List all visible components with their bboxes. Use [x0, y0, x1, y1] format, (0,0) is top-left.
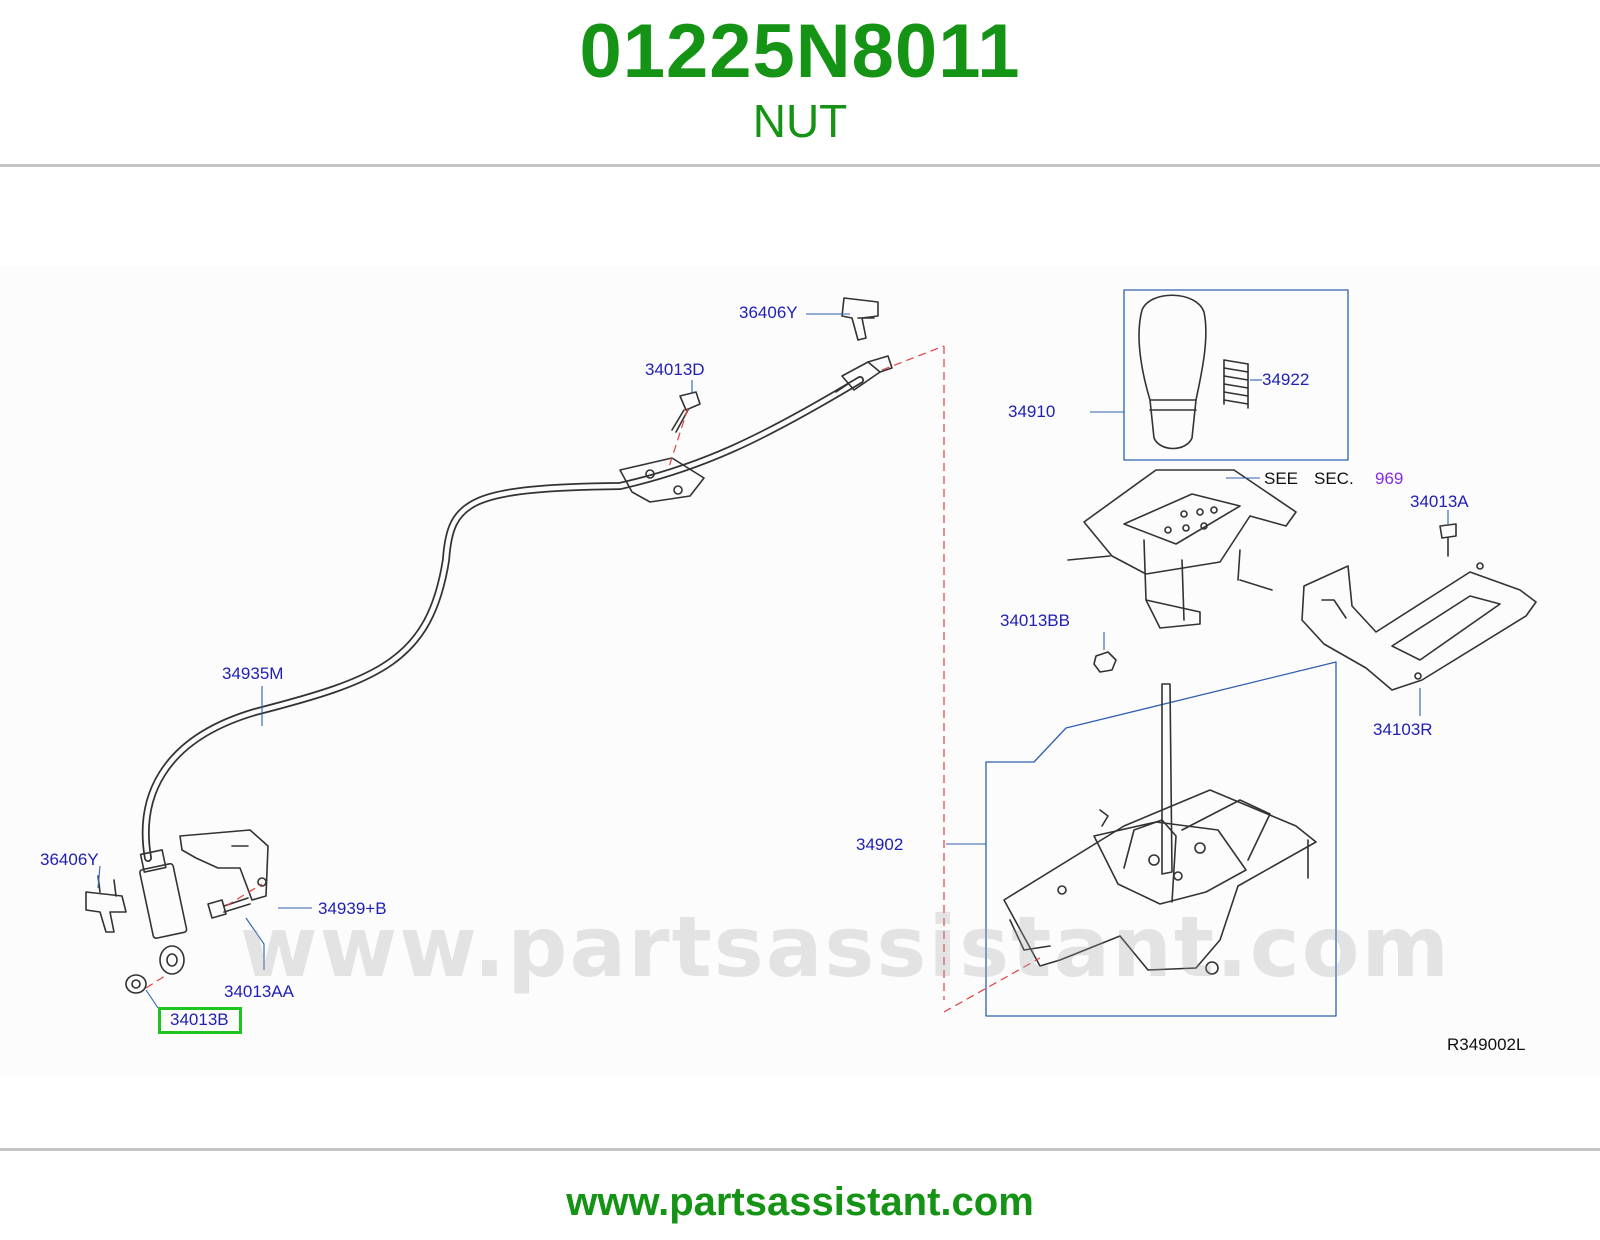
nut-34013B: [125, 974, 147, 994]
sec-label: SEC.: [1314, 469, 1354, 488]
clip-36406Y-left: [85, 875, 127, 933]
screw-34013A: [1439, 523, 1457, 557]
callout-36406Y-top[interactable]: 36406Y: [739, 303, 798, 322]
callout-34103R[interactable]: 34103R: [1373, 720, 1433, 739]
diagram-code: R349002L: [1447, 1035, 1526, 1054]
callout-34013D[interactable]: 34013D: [645, 360, 705, 379]
knob-group-box: [1123, 289, 1349, 461]
cable-lower-end: [139, 849, 188, 975]
callout-34935M[interactable]: 34935M: [222, 664, 284, 683]
leader-34013B: [145, 989, 159, 1009]
callout-36406Y-left[interactable]: 36406Y: [40, 850, 99, 869]
header-divider: [0, 164, 1600, 167]
callout-34013BB[interactable]: 34013BB: [1000, 611, 1070, 630]
footer-divider: [0, 1148, 1600, 1151]
callout-34013AA[interactable]: 34013AA: [224, 982, 294, 1001]
bracket-34939B: [179, 829, 269, 901]
section-link-969[interactable]: 969: [1375, 469, 1404, 488]
leader-36406Y-left: [97, 865, 101, 889]
parts-diagram-drawing: [85, 289, 1537, 1017]
callout-34013B[interactable]: 34013B: [170, 1010, 229, 1029]
part-number-title: 01225N8011: [579, 9, 1021, 94]
callout-34902[interactable]: 34902: [856, 835, 904, 854]
cable-end-fitting: [835, 355, 893, 393]
bolt-34013D: [671, 391, 701, 433]
callout-34939B[interactable]: 34939+B: [318, 899, 387, 918]
spring-34922: [1223, 359, 1249, 409]
part-name-subtitle: NUT: [752, 95, 848, 147]
shifter-group-box: [985, 661, 1337, 1017]
callout-34013A[interactable]: 34013A: [1410, 492, 1469, 511]
shift-cable: [141, 376, 864, 862]
footer-website-link[interactable]: www.partsassistant.com: [566, 1180, 1034, 1224]
shift-knob: [1138, 294, 1207, 450]
callout-34922[interactable]: 34922: [1262, 370, 1310, 389]
bracket-34103R: [1301, 562, 1537, 691]
shifter-assembly: [1003, 683, 1317, 975]
shift-indicator: [1067, 469, 1297, 629]
clip-36406Y-top: [841, 297, 879, 341]
callout-34910[interactable]: 34910: [1008, 402, 1056, 421]
page-header: 01225N8011 NUT: [0, 0, 1600, 168]
nut-34013BB: [1093, 651, 1117, 673]
highlight-box-34013B: [158, 1007, 242, 1034]
leader-34013AA: [245, 917, 265, 970]
see-label: SEE: [1264, 469, 1299, 488]
bolt-34013AA: [207, 897, 251, 919]
